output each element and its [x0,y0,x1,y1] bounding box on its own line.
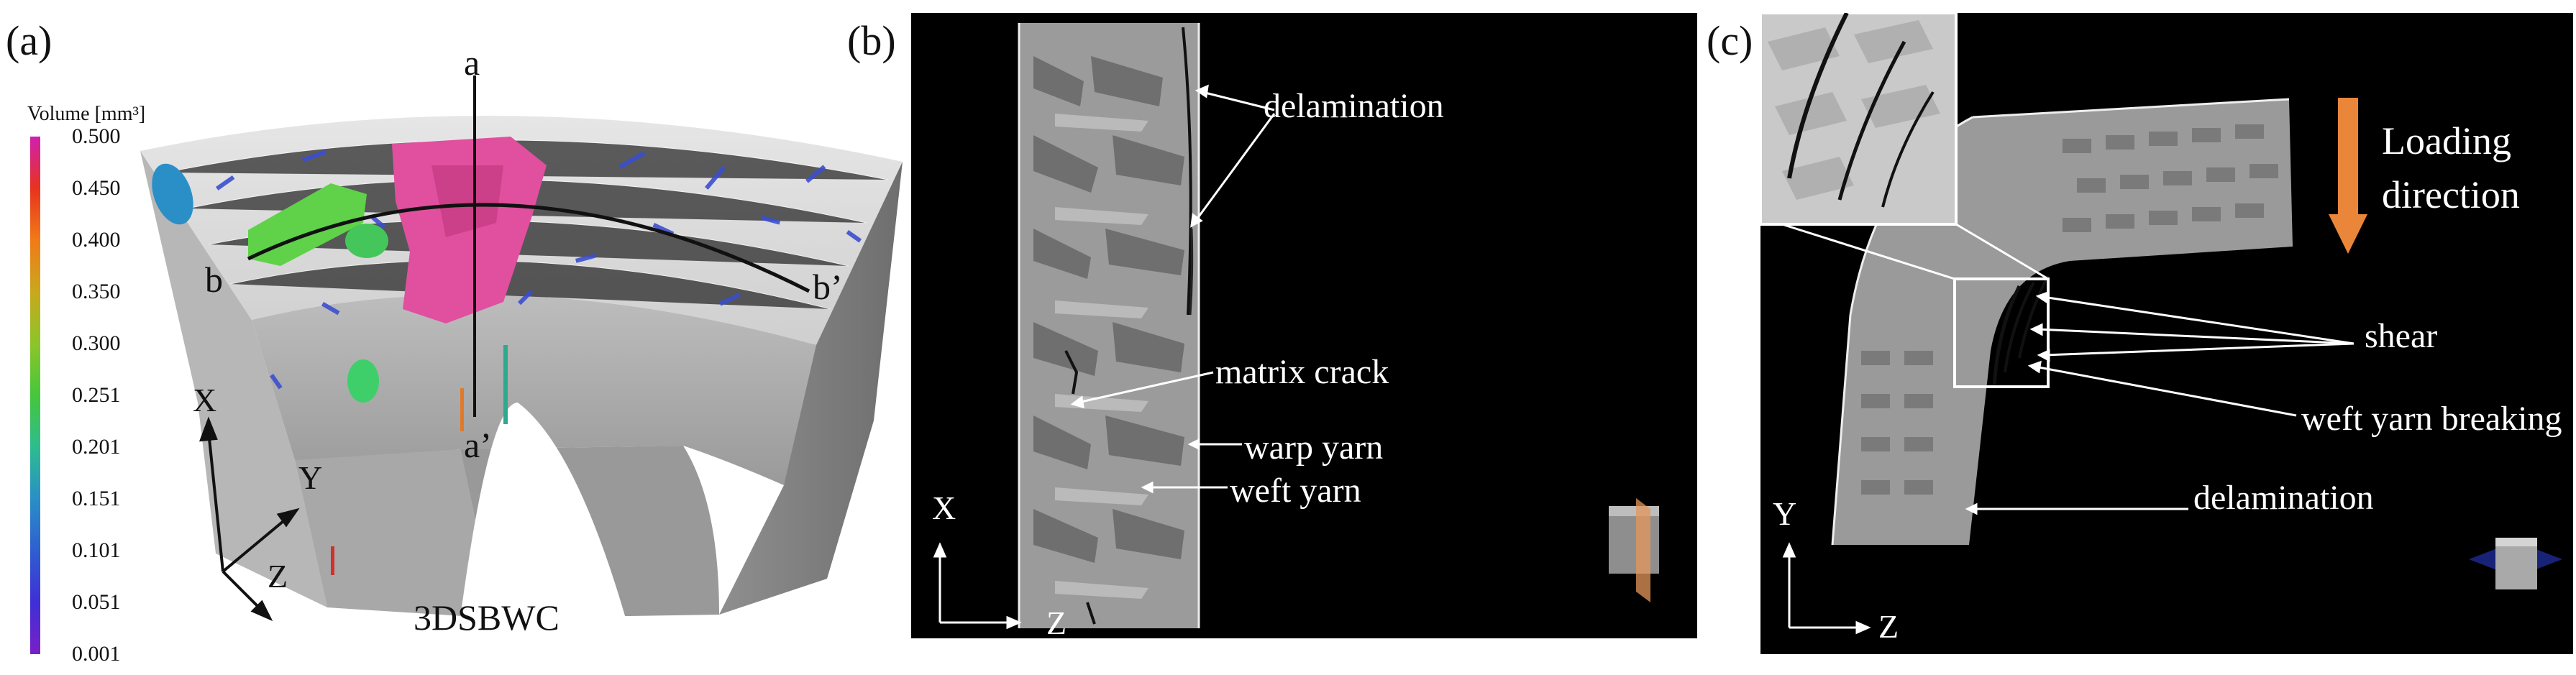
panel-a-label: (a) [6,17,52,64]
specimen-left-face [140,151,327,607]
annotation-matrix-crack: matrix crack [1215,353,1389,391]
annotation-loading-line2: direction [2382,173,2520,216]
panel-b-scan [933,23,1659,630]
section-label-b-right: b’ [813,267,843,307]
axis-label-x-b: X [932,490,956,526]
annotation-delamination-b: delamination [1264,87,1444,125]
axis-label-z-b: Z [1046,605,1067,641]
section-label-a-bottom: a’ [464,425,492,465]
colorbar-title: Volume [mm³] [27,103,146,125]
specimen-lower-block [295,449,496,618]
colorbar-tick-label: 0.001 [72,642,121,666]
colorbar [30,137,40,654]
loading-arrow [2329,98,2367,254]
colorbar-tick-label: 0.450 [72,176,121,200]
colorbar-tick-label: 0.400 [72,228,121,252]
axis-label-x-a: X [193,382,217,418]
panel-b-label: (b) [847,17,896,64]
annotation-weft-yarn-breaking: weft yarn breaking [2301,400,2562,438]
annotation-warp-yarn: warp yarn [1244,428,1384,467]
axis-label-y-c: Y [1773,495,1797,532]
panel-c-scan [1760,13,2562,635]
section-label-b-left: b [205,260,223,300]
colorbar-tick-label: 0.151 [72,487,121,510]
specimen-front-face [252,294,816,485]
colorbar-tick-label: 0.051 [72,590,121,614]
colorbar-tick-label: 0.251 [72,383,121,407]
annotation-delamination-c: delamination [2193,479,2374,517]
panel-c-label: (c) [1707,17,1753,64]
colorbar-tick-label: 0.101 [72,538,121,562]
axis-label-z-c: Z [1878,608,1899,645]
panel-b-ct-image [911,13,1697,638]
annotation-weft-yarn: weft yarn [1230,472,1361,510]
colorbar-tick-label: 0.500 [72,124,121,148]
specimen-lower-block-right [460,446,719,618]
section-label-a-top: a [464,42,480,83]
annotation-shear: shear [2365,317,2438,355]
axis-label-y-a: Y [298,459,323,496]
colorbar-tick-label: 0.300 [72,331,121,355]
specimen-caption: 3DSBWC [414,597,559,638]
specimen-top-face [140,116,903,345]
panel-c-ct-image [1760,13,2573,654]
axis-label-z-a: Z [268,558,288,594]
specimen-right-face [719,162,903,615]
colorbar-tick-label: 0.350 [72,280,121,303]
colorbar-tick-label: 0.201 [72,435,121,459]
annotation-loading-line1: Loading [2382,119,2511,162]
